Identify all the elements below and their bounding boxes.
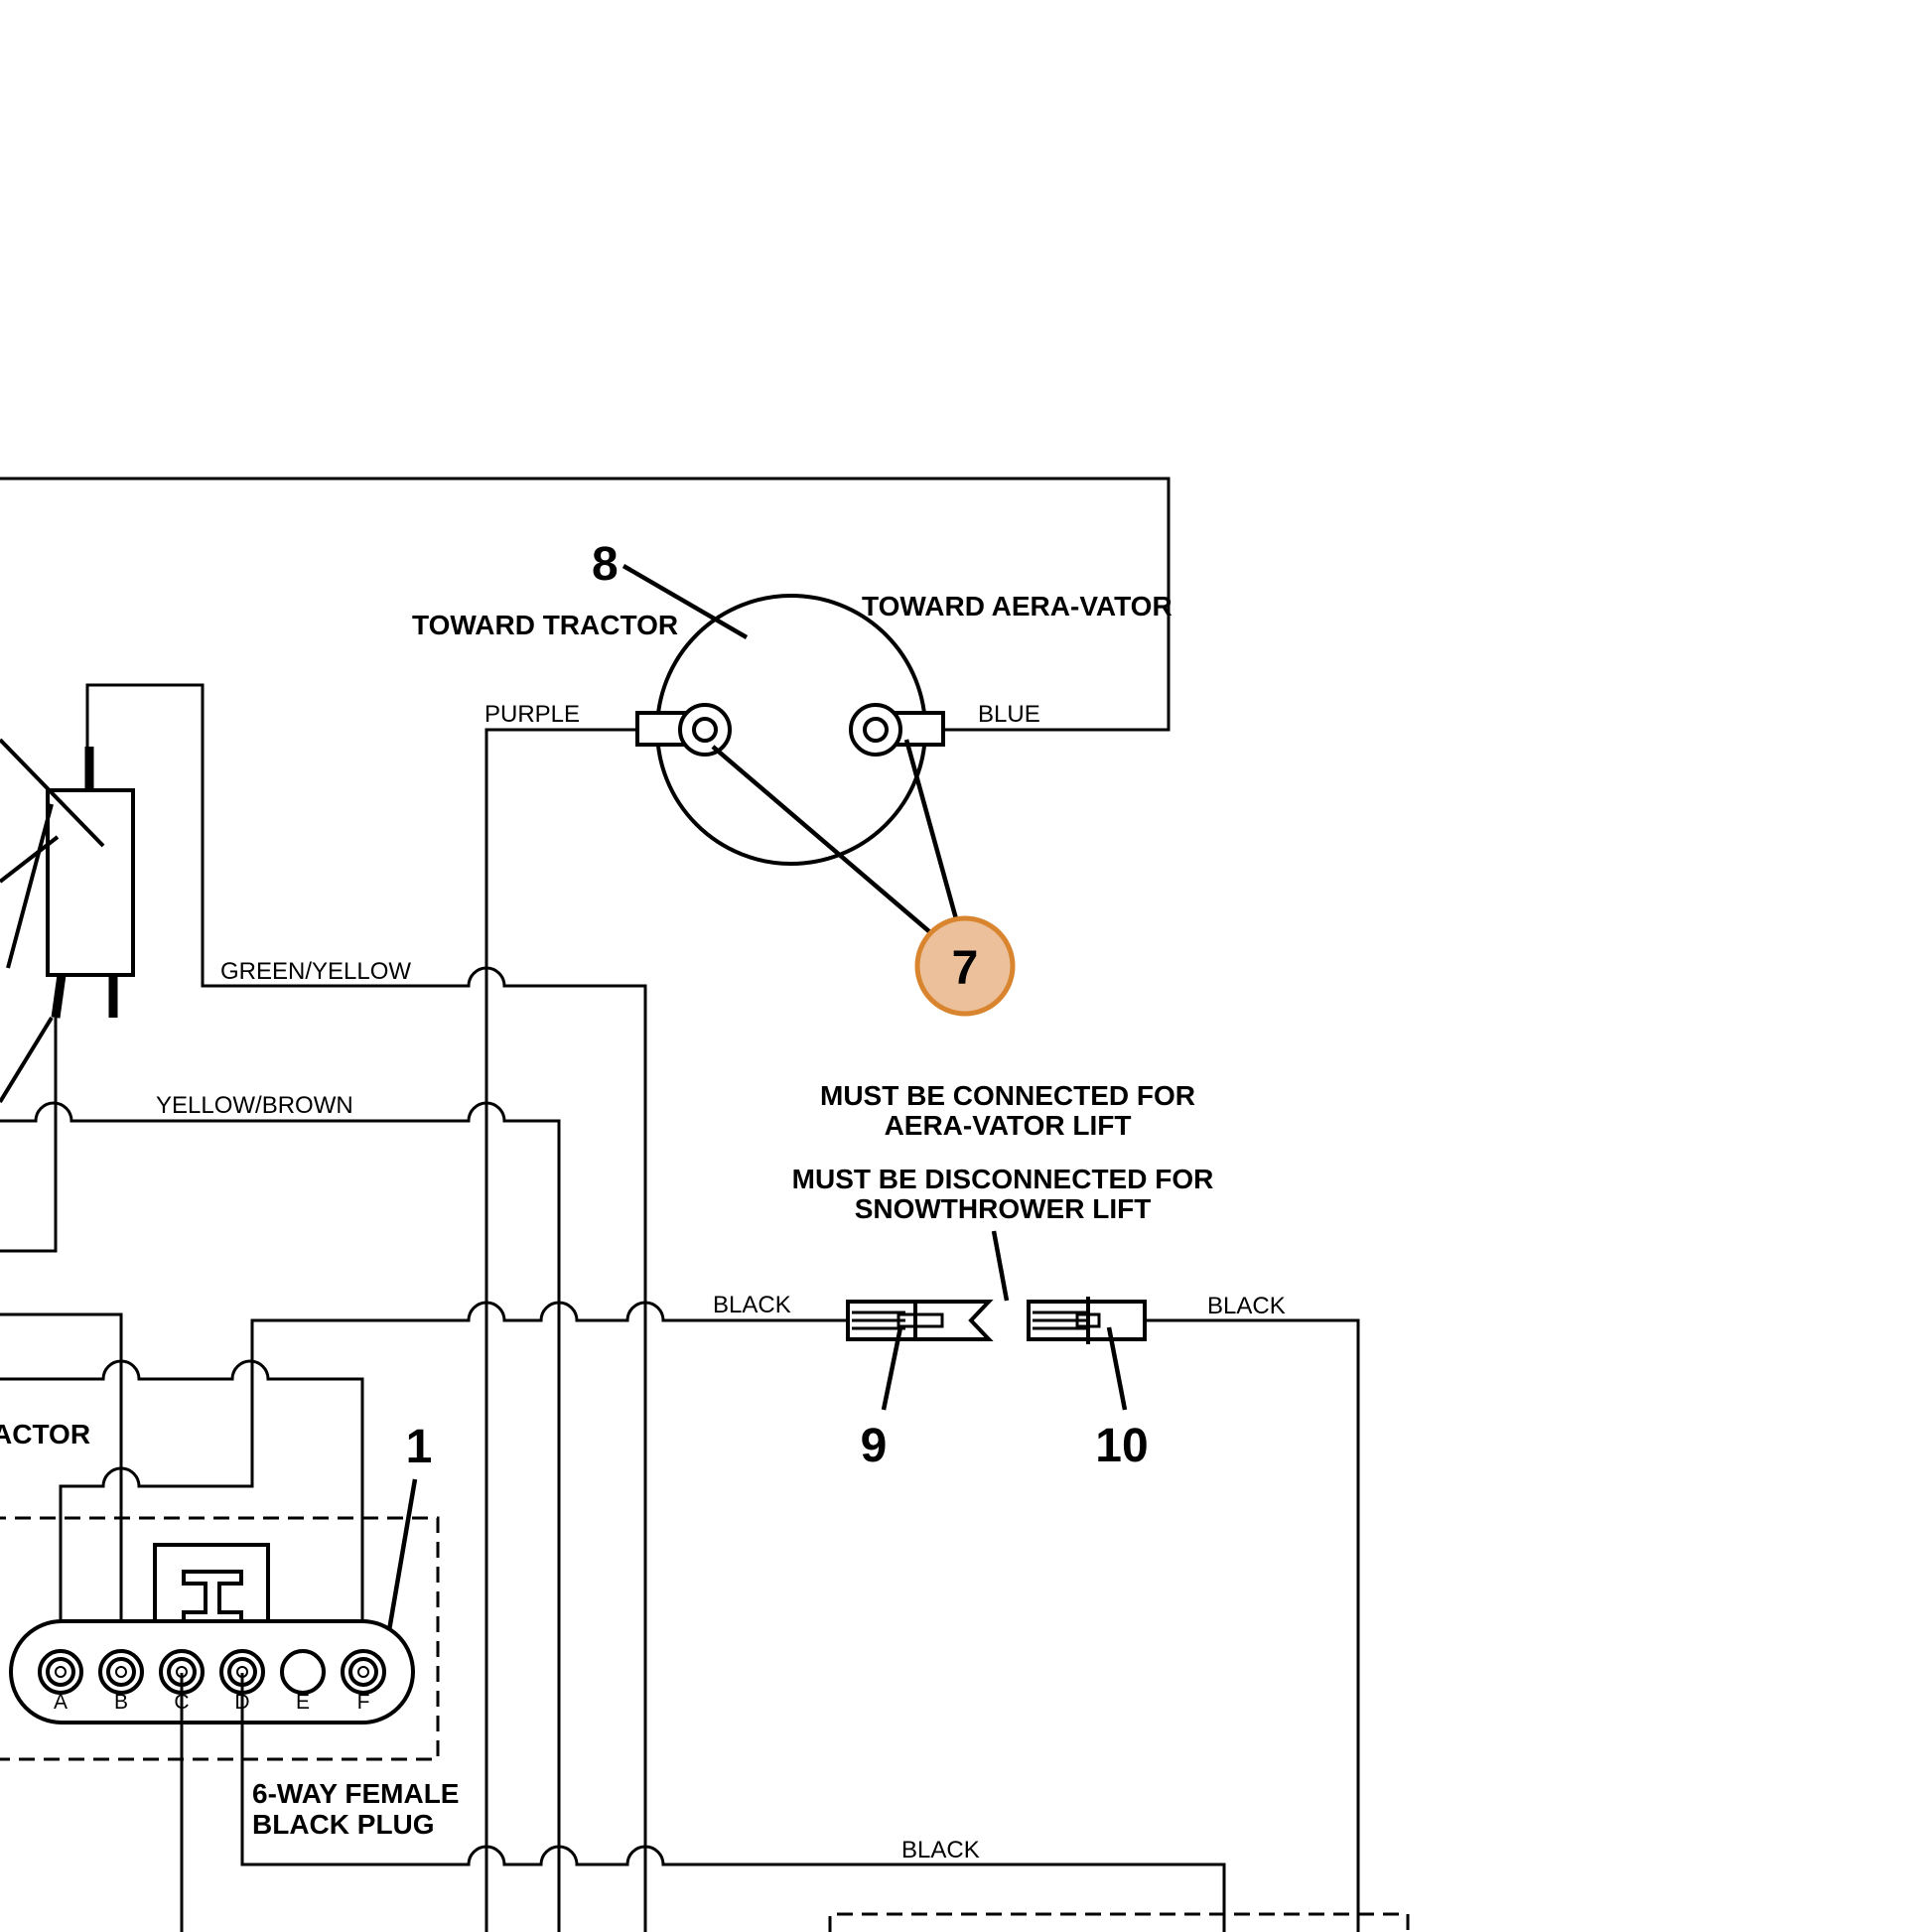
six-way-plug [9, 1543, 415, 1725]
connect-note-line2: AERA-VATOR LIFT [885, 1110, 1132, 1141]
solenoid-ground-wire [0, 1018, 58, 1253]
callout-10-leader [1106, 1326, 1128, 1411]
callout-8: 8 [592, 538, 619, 591]
tractor-label-partial: ACTOR [0, 1419, 90, 1449]
toward-aeravator-label: TOWARD AERA-VATOR [862, 591, 1173, 621]
plug-pin-label: F [357, 1691, 370, 1714]
callout-8-leader [621, 564, 749, 639]
plug-wire-a [59, 1380, 254, 1671]
rocker-switch [635, 594, 945, 866]
plug-label-line1: 6-WAY FEMALE [252, 1778, 459, 1809]
plug-pin-label: E [296, 1691, 310, 1714]
callout-9-leader [881, 1326, 903, 1411]
callout-7-leader-a [711, 745, 933, 935]
plug-pin-f: F [341, 1649, 386, 1714]
plug-label-line2: BLACK PLUG [252, 1809, 435, 1840]
yellow-brown-wire [0, 1101, 561, 1932]
plug-wire-b [0, 1312, 123, 1671]
blue-wire [0, 477, 1171, 732]
plug-pin-label: A [54, 1691, 68, 1714]
green-yellow-label: GREEN/YELLOW [220, 958, 411, 985]
callout-1-leader [384, 1478, 418, 1643]
callout-9: 9 [861, 1420, 888, 1472]
purple-wire-label: PURPLE [484, 701, 580, 728]
black-wire-left [250, 1301, 848, 1380]
toward-tractor-label: TOWARD TRACTOR [412, 610, 678, 640]
yellow-brown-label: YELLOW/BROWN [156, 1092, 353, 1119]
blue-wire-label: BLUE [978, 701, 1040, 728]
callout-7: 7 [952, 942, 979, 995]
note-leader [991, 1230, 1010, 1302]
connect-note-line1: MUST BE CONNECTED FOR [820, 1080, 1195, 1111]
callout-7-leader-b [903, 739, 963, 934]
plug-pin-b: B [98, 1649, 144, 1714]
purple-wire [484, 728, 637, 1932]
plug-pin-label: B [114, 1691, 128, 1714]
plug-wire-d [240, 1673, 1226, 1932]
callout-7-highlight [914, 915, 1016, 1017]
black-wire-right [1145, 1318, 1360, 1932]
plug-pin-e: E [280, 1649, 326, 1714]
plug-wire-f [0, 1359, 364, 1671]
callout-1: 1 [406, 1421, 433, 1473]
bottom-dashed-outline [828, 1912, 1410, 1932]
black-wire-bottom-label: BLACK [901, 1837, 980, 1863]
bullet-connector-female [1027, 1297, 1147, 1344]
black-wire-left-label: BLACK [713, 1292, 791, 1318]
bullet-connector-male [846, 1300, 994, 1341]
plug-dashed-outline [0, 1516, 440, 1761]
black-wire-right-label: BLACK [1207, 1293, 1286, 1319]
green-yellow-wire [85, 683, 647, 1932]
solenoid [0, 738, 135, 1104]
disconnect-note-line2: SNOWTHROWER LIFT [855, 1193, 1152, 1224]
disconnect-note-line1: MUST BE DISCONNECTED FOR [792, 1164, 1214, 1194]
callout-10: 10 [1095, 1420, 1148, 1472]
plug-pin-a: A [38, 1649, 83, 1714]
